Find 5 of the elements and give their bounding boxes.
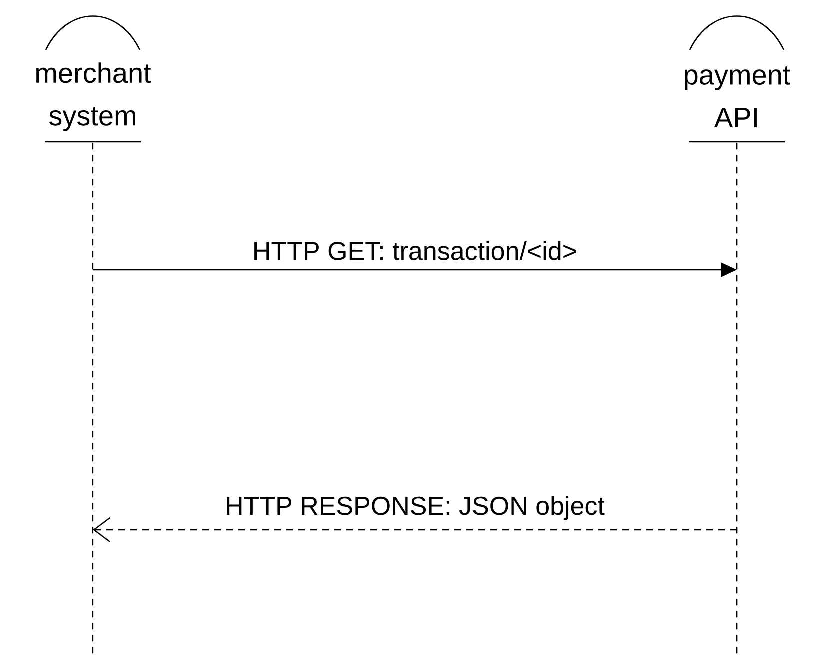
participant: payment API (685, 16, 790, 143)
edge-label: HTTP RESPONSE: JSON object (222, 494, 608, 524)
participant: merchant system (36, 16, 152, 143)
edge-label: HTTP GET: transaction/<id> (250, 238, 580, 264)
message-arrow (93, 517, 737, 543)
